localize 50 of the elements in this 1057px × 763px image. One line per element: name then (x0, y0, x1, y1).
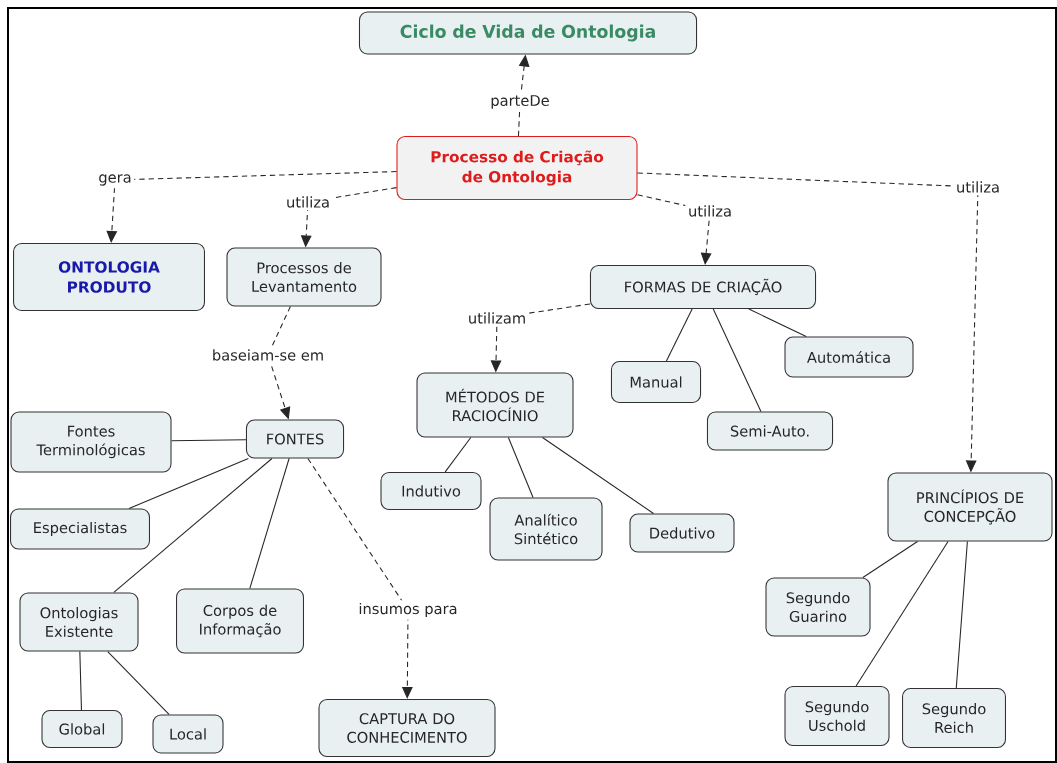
edge-label: utiliza (953, 178, 1003, 196)
concept-box: MÉTODOS DE RACIOCÍNIO (416, 372, 574, 438)
connector-line (541, 437, 655, 514)
concept-box: Dedutivo (629, 513, 735, 553)
arrow (637, 194, 712, 265)
concept-box: Processos de Levantamento (226, 247, 382, 307)
arrow (307, 458, 413, 699)
connector-line (79, 651, 82, 711)
connector-line (507, 437, 534, 498)
concept-box: Global (41, 709, 123, 749)
edge-label: baseiam-se em (209, 346, 327, 364)
connector-line (249, 458, 290, 589)
connector-line (128, 458, 249, 509)
connector-line (712, 308, 762, 412)
concept-box: Corpos de Informação (176, 588, 304, 654)
concept-box: Analítico Sintético (489, 497, 603, 561)
concept-box: FONTES (245, 419, 345, 459)
concept-box: Automática (784, 336, 914, 378)
edge-label: utilizam (465, 309, 529, 327)
arrow (106, 171, 397, 243)
connector-line (171, 439, 247, 442)
concept-box: Especialistas (10, 508, 150, 550)
connector-line (444, 437, 472, 473)
concept-box: Segundo Guarino (765, 577, 871, 637)
edge-label: parteDe (487, 92, 553, 112)
concept-box: FORMAS DE CRIAÇÃO (589, 265, 817, 309)
edge-label: utiliza (283, 193, 333, 211)
connector-line (113, 458, 273, 593)
concept-box: Local (152, 714, 224, 754)
title-box: Ciclo de Vida de Ontologia (358, 11, 698, 55)
concept-box: PRINCÍPIOS DE CONCEPÇÃO (887, 472, 1053, 542)
concept-box: Manual (610, 360, 702, 404)
connector-line (107, 651, 170, 715)
connector-line (665, 308, 693, 362)
edge-label: gera (95, 171, 135, 189)
edge-label: insumos para (355, 600, 461, 620)
concept-box: Semi-Auto. (706, 411, 834, 451)
connector-line (748, 308, 807, 337)
concept-box: Indutivo (380, 471, 482, 511)
concept-box: Segundo Reich (902, 688, 1006, 748)
central-concept-box: Processo de Criação de Ontologia (396, 136, 638, 200)
concept-box: CAPTURA DO CONHECIMENTO (318, 698, 496, 758)
connector-line (855, 541, 949, 687)
edge-label: utiliza (685, 202, 735, 220)
concept-box: Segundo Uschold (784, 686, 890, 746)
connector-line (862, 541, 919, 578)
connector-line (955, 541, 968, 689)
concept-box: Ontologias Existente (19, 592, 139, 652)
concept-box: ONTOLOGIA PRODUTO (13, 243, 205, 311)
concept-box: Fontes Terminológicas (10, 411, 172, 473)
